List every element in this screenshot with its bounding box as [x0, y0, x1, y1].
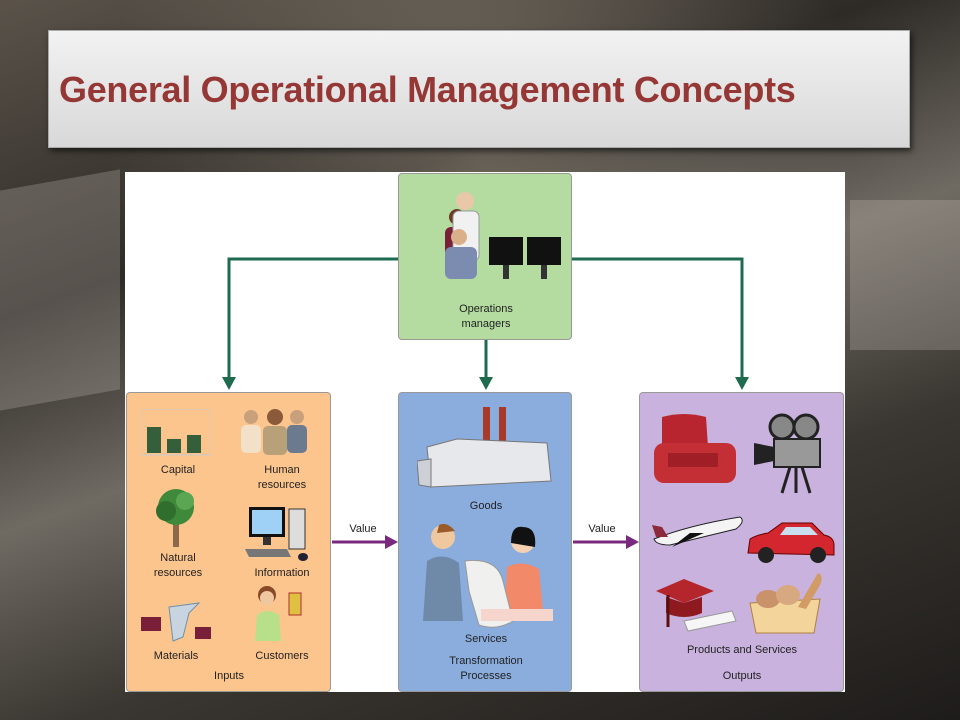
graduation-cap-icon	[656, 579, 737, 632]
goods-label: Goods	[469, 500, 503, 512]
purple-arrowhead-left	[385, 535, 398, 549]
green-arrow-left	[227, 257, 398, 378]
green-arrowhead-center	[479, 377, 493, 390]
purple-arrowhead-right	[626, 535, 639, 549]
customers-label: Customers	[255, 650, 309, 662]
slide-title: General Operational Management Concepts	[59, 69, 796, 110]
background-light	[0, 169, 120, 411]
green-arrow-right	[572, 257, 744, 378]
outputs-box: Products and Services Outputs	[639, 392, 844, 692]
capital-label: Capital	[160, 464, 196, 476]
bread-basket-icon	[749, 573, 822, 634]
products-and-services-label: Products and Services	[686, 644, 798, 656]
customer-icon	[255, 586, 302, 641]
services-label: Services	[464, 633, 508, 645]
information-label: Information	[254, 567, 310, 579]
value-label-right: Value	[588, 523, 616, 535]
tree-icon	[156, 489, 194, 547]
green-arrowhead-right	[735, 377, 749, 390]
capital-money-icon	[141, 409, 211, 456]
value-label-left: Value	[349, 523, 377, 535]
green-arrowhead-left	[222, 377, 236, 390]
airplane-icon	[652, 516, 743, 547]
armchair-icon	[654, 414, 736, 483]
services-people-icon	[423, 523, 553, 628]
computer-icon	[245, 507, 308, 561]
materials-label: Materials	[153, 650, 199, 662]
movie-camera-icon	[754, 413, 821, 494]
materials-icon	[141, 602, 211, 642]
background-light	[850, 200, 960, 350]
managers-team-icon	[445, 192, 561, 279]
human-resources-icon	[241, 409, 307, 455]
car-icon	[747, 522, 835, 563]
factory-icon	[417, 407, 552, 488]
connector-arrows	[222, 257, 749, 549]
inputs-title: Inputs	[214, 670, 244, 682]
outputs-title: Outputs	[722, 670, 762, 682]
title-banner: General Operational Management Concepts	[48, 30, 910, 148]
